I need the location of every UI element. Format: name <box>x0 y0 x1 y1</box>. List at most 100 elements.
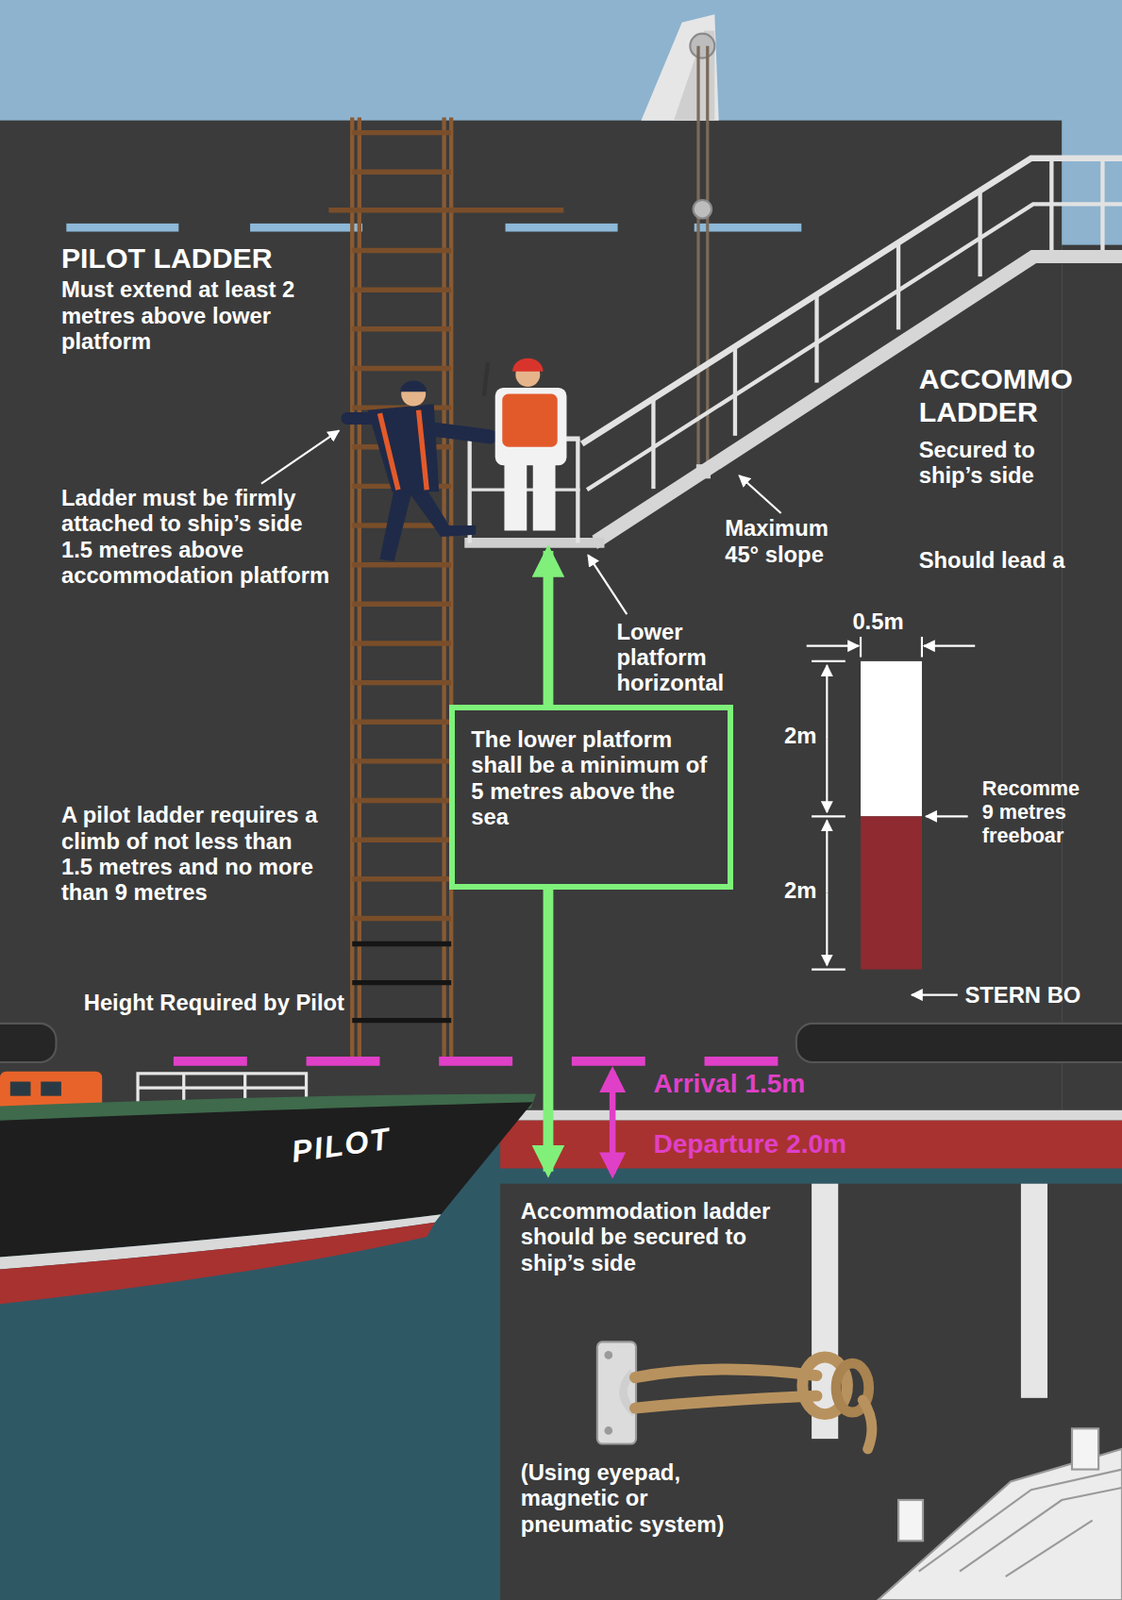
callout-text: Lower platform horizontal <box>616 619 750 697</box>
fender <box>796 1023 1122 1063</box>
pilot-boat <box>0 1222 436 1306</box>
ladder-rung <box>351 248 452 253</box>
note-text: Should lead a <box>919 547 1066 573</box>
inset-panel <box>597 1341 637 1444</box>
freeboard-mark <box>921 636 923 658</box>
dimension-label: Departure 2.0m <box>653 1129 847 1160</box>
crane <box>705 46 709 472</box>
sky-and-hull <box>0 120 1062 1116</box>
freeboard-mark <box>859 636 862 658</box>
sky-and-hull <box>505 223 619 233</box>
pilot-figure <box>512 358 543 372</box>
freeboard-mark <box>811 660 846 663</box>
pilot-figure <box>495 387 568 466</box>
leader-line <box>738 475 781 514</box>
inset-panel <box>603 1351 613 1360</box>
accommodation-ladder <box>733 347 737 436</box>
sky-and-hull <box>694 223 803 233</box>
freeboard-mark <box>925 815 968 818</box>
ladder-rung <box>351 680 452 686</box>
ladder-rung <box>351 876 452 882</box>
inset-panel <box>862 1400 872 1450</box>
freeboard-mark <box>825 892 828 966</box>
fender <box>0 1023 1122 1063</box>
pilot-figure <box>484 358 568 532</box>
pilot-figure <box>484 362 488 397</box>
note-text: Height Required by Pilot <box>83 989 360 1016</box>
note-text: Recomme 9 metres freeboar <box>982 777 1087 849</box>
node-text: The lower platform shall be a minimum of… <box>470 726 711 830</box>
crane <box>689 33 715 59</box>
seaman-figure <box>347 380 490 561</box>
fender <box>0 1023 57 1063</box>
seaman-figure <box>367 403 439 492</box>
ladder-rung <box>351 758 452 764</box>
accommodation-ladder <box>464 537 604 549</box>
ladder-rung <box>351 286 452 292</box>
ladder-rung <box>351 133 452 1022</box>
inset-panel <box>1021 1184 1048 1399</box>
ladder-rung <box>351 562 452 568</box>
seaman-figure <box>426 428 490 437</box>
accommodation-ladder <box>896 242 901 330</box>
dimension-label: Arrival 1.5m <box>653 1069 805 1100</box>
ladder-rung <box>351 980 452 986</box>
accommodation-ladder <box>586 203 1122 490</box>
ladder-rung <box>351 798 452 804</box>
accommodation-ladder <box>575 438 580 543</box>
inset-panel <box>877 1449 1122 1600</box>
accommodation-ladder <box>464 158 1122 550</box>
ladder-rung <box>351 1018 452 1023</box>
pilot-ladder <box>328 207 564 213</box>
height-arrow <box>543 887 554 1173</box>
accommodation-ladder <box>1049 158 1054 251</box>
accommodation-ladder <box>977 190 982 277</box>
accommodation-ladder <box>1100 158 1105 251</box>
ladder-rung <box>351 916 452 922</box>
height-arrow <box>543 551 554 706</box>
ladder-rung <box>351 640 452 646</box>
inset-panel <box>919 1470 1122 1578</box>
freeboard-mark <box>806 636 976 996</box>
crane <box>696 46 700 472</box>
inset-panel <box>603 1426 613 1436</box>
leader-line <box>587 554 627 615</box>
accommodation-ladder <box>814 295 819 384</box>
freeboard-mark <box>911 994 958 997</box>
sea-and-waterline <box>500 1110 1122 1122</box>
ladder-rung <box>351 720 452 725</box>
pilot-ladder <box>328 117 564 1062</box>
seaman-figure <box>400 380 427 392</box>
sky-and-hull <box>250 223 363 233</box>
accommodation-ladder <box>582 158 1122 445</box>
inset-panel <box>635 1370 818 1409</box>
freeboard-mark <box>806 645 859 648</box>
note-text: Secured to ship’s side <box>919 436 1072 489</box>
dimension-label: 0.5m <box>852 608 904 635</box>
callout-text: STERN BO <box>964 982 1081 1008</box>
ladder-rung <box>351 602 452 607</box>
section-heading: PILOT LADDER <box>61 242 273 276</box>
boat-name: PILOT <box>288 1122 393 1172</box>
pilot-boat <box>0 1071 536 1306</box>
note-text: Must extend at least 2 metres above lowe… <box>61 276 343 354</box>
section-heading: ACCOMMO LADDER <box>919 363 1093 430</box>
inset-panel <box>500 1184 1122 1600</box>
node-text: (Using eyepad, magnetic or pneumatic sys… <box>520 1459 741 1538</box>
ladder-rung <box>351 941 452 947</box>
leader-line <box>261 430 339 484</box>
freeboard-mark <box>860 816 922 970</box>
seaman-figure <box>418 410 428 490</box>
note-text: Ladder must be firmly attached to ship’s… <box>61 485 337 588</box>
pilot-boat <box>10 1082 32 1097</box>
dimension-label: 2m <box>784 722 817 749</box>
note-text: A pilot ladder requires a climb of not l… <box>61 802 329 905</box>
freeboard-mark <box>811 968 846 971</box>
callout-text: Maximum 45° slope <box>724 515 848 568</box>
sea-and-waterline <box>500 1121 1122 1170</box>
ladder-rung <box>351 130 452 135</box>
leader-line <box>261 430 782 615</box>
